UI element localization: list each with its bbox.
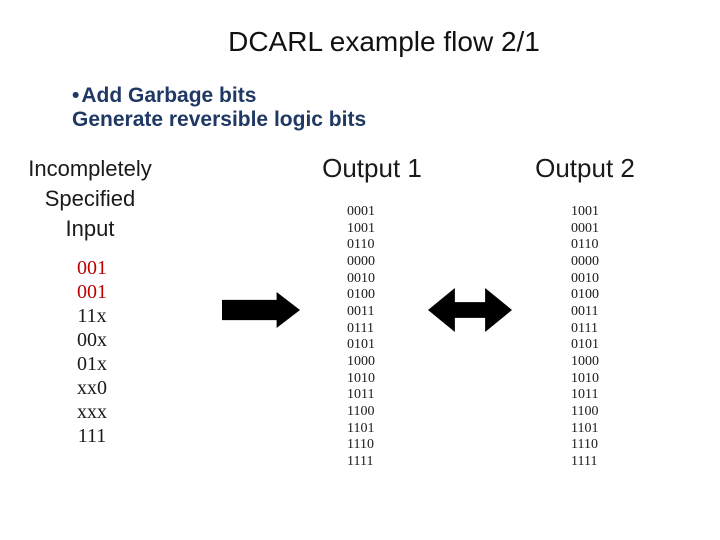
- output2-value: 1001: [571, 204, 599, 219]
- output2-value: 0001: [571, 220, 599, 236]
- output1-value: 1001: [347, 220, 375, 236]
- output1-value: 0000: [347, 253, 375, 269]
- output2-value: 1000: [571, 353, 599, 369]
- output1-value: 1110: [347, 437, 374, 453]
- output1-value: 0110: [347, 237, 375, 253]
- right-arrow-icon: [222, 292, 300, 328]
- output1-value: 0100: [347, 287, 375, 303]
- output2-value: 1100: [571, 403, 599, 419]
- output1-value: 0111: [347, 320, 374, 336]
- output2-value: 0000: [571, 253, 599, 269]
- output2-value: 0100: [571, 287, 599, 303]
- output2-value: 0110: [571, 237, 599, 253]
- output2-value: 1110: [571, 437, 598, 453]
- bullet-icon: •: [72, 84, 80, 107]
- bullet-line-1-text: Add Garbage bits: [81, 84, 257, 107]
- bullet-block: •Add Garbage bits Generate reversible lo…: [72, 84, 366, 132]
- double-arrow-icon: [428, 288, 512, 332]
- output1-value: 0001: [347, 204, 375, 219]
- input-value: 01x: [77, 353, 107, 375]
- input-value: 001: [77, 281, 107, 303]
- output1-value: 1111: [347, 453, 374, 469]
- output2-header: Output 2: [535, 153, 635, 183]
- input-value: 111: [77, 425, 107, 447]
- bullet-line-2: Generate reversible logic bits: [72, 108, 367, 131]
- output1-value: 1011: [347, 387, 375, 403]
- input-value: xxx: [77, 401, 107, 423]
- input-value: xx0: [77, 377, 107, 399]
- output2-value: 0011: [571, 303, 599, 319]
- input-header-line: Input: [65, 216, 115, 241]
- output1-value: 0010: [347, 270, 375, 286]
- output1-header: Output 1: [322, 153, 422, 183]
- output1-value: 1000: [347, 353, 375, 369]
- input-values-list: 001 001 11x 00x 01x xx0 xxx 111: [0, 256, 184, 448]
- output2-value: 0111: [571, 320, 598, 336]
- input-value: 001: [77, 257, 107, 279]
- input-value: 00x: [77, 329, 107, 351]
- output1-value: 1100: [347, 403, 375, 419]
- output2-value: 0010: [571, 270, 599, 286]
- slide-title: DCARL example flow 2/1: [228, 26, 540, 57]
- output2-value: 1101: [571, 420, 599, 436]
- output2-value: 1010: [571, 370, 599, 386]
- input-value: 11x: [77, 305, 107, 327]
- output1-value: 0101: [347, 337, 375, 353]
- output1-value: 1010: [347, 370, 375, 386]
- output2-value: 0101: [571, 337, 599, 353]
- output1-value: 0011: [347, 303, 375, 319]
- output2-values-list: 1001 0001 0110 0000 0010 0100 0011 0111 …: [571, 204, 599, 471]
- output2-value: 1111: [571, 453, 598, 469]
- input-header-line: Specified: [44, 186, 136, 211]
- output1-value: 1101: [347, 420, 375, 436]
- input-column-header: Incompletely Specified Input: [0, 154, 180, 244]
- output1-values-list: 0001 1001 0110 0000 0010 0100 0011 0111 …: [347, 204, 375, 471]
- input-header-line: Incompletely: [28, 156, 152, 181]
- output2-value: 1011: [571, 387, 599, 403]
- bullet-line-1: •Add Garbage bits: [72, 84, 366, 108]
